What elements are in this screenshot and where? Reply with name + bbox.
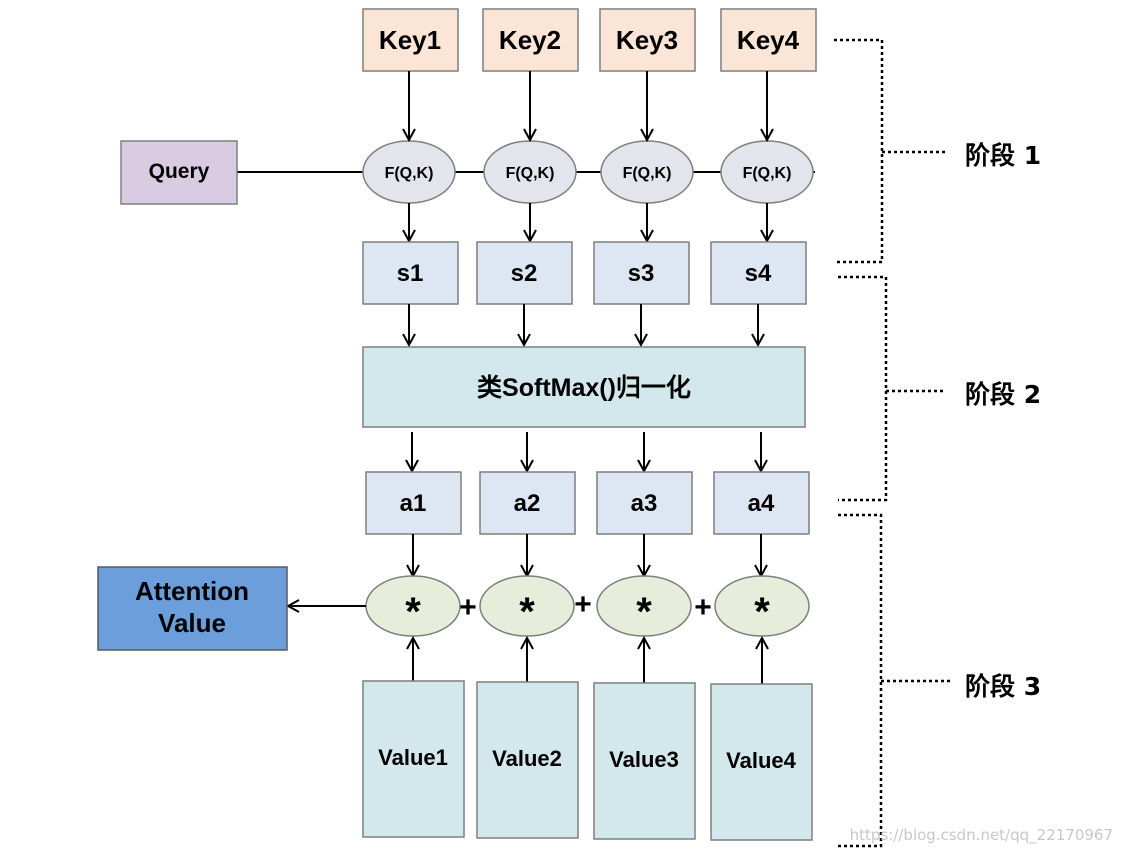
multiply-symbol-3: * [636, 590, 652, 634]
multiply-ellipse-2: * [479, 575, 575, 637]
stage-3-label: 阶段 3 [965, 672, 1041, 701]
attention-value-line-1: Attention [135, 576, 249, 606]
key-box-4: Key4 [720, 8, 817, 72]
fn-ellipse-2: F(Q,K) [483, 140, 577, 204]
stage-1-bracket [834, 38, 946, 264]
key-label-3: Key3 [616, 25, 678, 55]
softmax-label: 类SoftMax()归一化 [477, 374, 691, 402]
score-box-1: s1 [362, 241, 459, 305]
value-label-2: Value2 [492, 746, 562, 771]
value-label-3: Value3 [609, 747, 679, 772]
watermark-text: https://blog.csdn.net/qq_22170967 [850, 826, 1113, 845]
softmax-box: 类SoftMax()归一化 [362, 346, 806, 428]
multiply-symbol-2: * [519, 590, 535, 634]
multiply-ellipse-3: * [596, 575, 692, 637]
query-label: Query [149, 160, 210, 183]
key-box-1: Key1 [362, 8, 459, 72]
score-label-4: s4 [745, 260, 772, 287]
multiply-symbol-4: * [754, 590, 770, 634]
fn-label-1: F(Q,K) [385, 165, 434, 182]
query-box [120, 140, 238, 205]
plus-sign-3: + [694, 591, 712, 624]
weight-label-1: a1 [400, 490, 427, 517]
attention-value-line-2: Value [158, 608, 226, 638]
value-box-2: Value2 [476, 681, 579, 839]
value-box-4: Value4 [710, 683, 813, 841]
score-label-1: s1 [397, 260, 424, 287]
stage-2-bracket [838, 275, 946, 502]
fn-label-3: F(Q,K) [623, 165, 672, 182]
weight-box-1: a1 [365, 471, 462, 535]
key-box-2: Key2 [482, 8, 579, 72]
fn-ellipse-1: F(Q,K) [362, 140, 456, 204]
value-box-1: Value1 [362, 680, 465, 838]
multiply-symbol-1: * [405, 590, 421, 634]
score-box-3: s3 [593, 241, 690, 305]
key-label-4: Key4 [737, 25, 800, 55]
weight-box-3: a3 [596, 471, 693, 535]
weight-box-2: a2 [479, 471, 576, 535]
attention-value-box: Attention Value [97, 566, 288, 651]
weight-label-3: a3 [631, 490, 658, 517]
plus-sign-2: + [574, 588, 592, 621]
score-label-3: s3 [628, 260, 655, 287]
weight-label-4: a4 [748, 490, 775, 517]
fn-label-4: F(Q,K) [743, 165, 792, 182]
value-label-4: Value4 [726, 748, 796, 773]
fn-ellipse-3: F(Q,K) [600, 140, 694, 204]
value-label-1: Value1 [378, 745, 448, 770]
weight-box-4: a4 [713, 471, 810, 535]
weight-label-2: a2 [514, 490, 541, 517]
key-label-1: Key1 [379, 25, 441, 55]
fn-ellipse-4: F(Q,K) [720, 140, 814, 204]
score-box-4: s4 [710, 241, 807, 305]
score-label-2: s2 [511, 260, 538, 287]
key-label-2: Key2 [499, 25, 561, 55]
stage-2-label: 阶段 2 [965, 380, 1041, 409]
score-box-2: s2 [476, 241, 573, 305]
key-box-3: Key3 [599, 8, 696, 72]
multiply-ellipse-4: * [714, 575, 810, 637]
multiply-ellipse-1: * [365, 575, 461, 637]
stage-1-label: 阶段 1 [965, 141, 1041, 170]
stage-3-bracket [838, 513, 952, 848]
plus-sign-1: + [459, 591, 477, 624]
value-box-3: Value3 [593, 682, 696, 840]
fn-label-2: F(Q,K) [506, 165, 555, 182]
